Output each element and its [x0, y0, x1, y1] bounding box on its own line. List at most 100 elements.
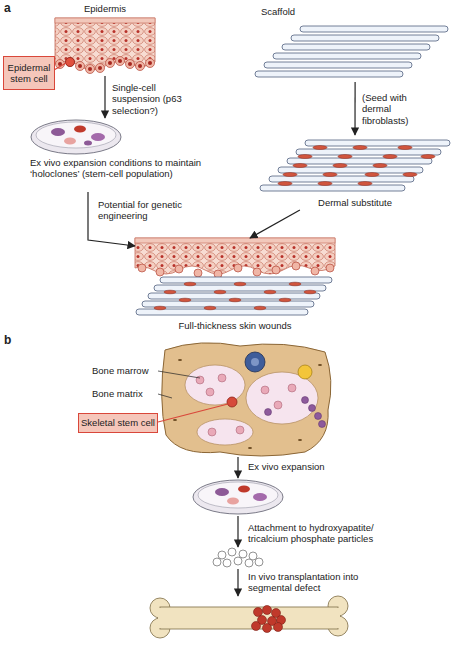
bone-marrow-drawing	[309, 405, 316, 412]
bone-marrow-drawing	[196, 374, 296, 436]
bone-marrow-drawing	[206, 388, 214, 396]
bone-marrow-drawing	[319, 421, 326, 428]
skin-graft-drawing	[311, 267, 319, 275]
bone-marrow-drawing	[302, 397, 309, 404]
epidermis-drawing	[116, 57, 125, 66]
edge-label: Potential for genetic engineering	[98, 199, 206, 222]
bone-drawing	[150, 596, 348, 638]
node-text: Epidermal stem cell	[4, 62, 54, 85]
culture-dish	[227, 498, 239, 505]
bone-marrow-drawing	[173, 419, 177, 421]
culture-dish	[238, 486, 250, 493]
epidermis-drawing	[55, 18, 155, 23]
dermal-substitute-drawing	[373, 164, 387, 168]
ceramic-particles	[239, 550, 247, 558]
bone-marrow-drawing	[298, 365, 312, 379]
epidermis-drawing	[76, 62, 85, 71]
culture-dish	[253, 493, 267, 501]
epidermis-drawing	[108, 61, 112, 65]
bone-marrow-drawing	[274, 401, 282, 409]
skin-graft-drawing	[234, 264, 242, 272]
bone-drawing	[252, 622, 261, 631]
dermal-substitute-drawing	[333, 164, 347, 168]
epidermis-drawing	[66, 58, 75, 67]
skin-graft-drawing	[292, 262, 300, 270]
dermal-substitute-drawing	[313, 146, 327, 150]
dermal-substitute-drawing	[365, 173, 379, 177]
illustration-node: Epidermis	[55, 18, 155, 76]
bone-drawing	[150, 596, 348, 638]
bone-drawing	[254, 608, 263, 617]
illustration-node: Scaffold	[255, 22, 452, 82]
skin-graft-drawing	[254, 306, 266, 310]
bone-drawing	[158, 608, 340, 628]
bone-marrow-drawing	[197, 419, 253, 445]
skin-graft-drawing	[136, 277, 332, 315]
skin-graft-drawing	[160, 277, 332, 283]
epidermis-drawing	[128, 62, 132, 66]
bone-marrow-drawing	[158, 371, 200, 378]
skin-graft-drawing	[135, 238, 335, 243]
skin-graft-drawing	[154, 282, 316, 310]
skin-graft-drawing	[184, 282, 196, 286]
skin-graft-drawing	[142, 301, 314, 307]
epidermis-drawing	[54, 63, 66, 70]
scaffold-drawing	[255, 26, 448, 77]
culture-dish	[31, 120, 121, 154]
skin-graft-drawing	[204, 306, 216, 310]
epidermis-drawing	[86, 65, 95, 74]
node-text: Skeletal stem cell	[81, 417, 155, 428]
skin-graft-drawing	[304, 290, 316, 294]
ceramic-particles	[223, 559, 231, 567]
bone-marrow-drawing	[261, 386, 269, 394]
bone-marrow-drawing	[158, 343, 331, 456]
dermal-substitute-drawing	[323, 173, 337, 177]
illustration-node: Full-thickness skin wounds	[135, 238, 335, 318]
node-text: Scaffold	[261, 6, 341, 17]
bone-marrow-drawing	[246, 372, 318, 424]
bone-drawing	[252, 606, 286, 633]
culture-dish	[193, 480, 283, 514]
dermal-substitute-drawing	[293, 164, 307, 168]
node-text: Ex vivo expansion conditions to maintain…	[30, 157, 215, 180]
ceramic-particles	[234, 557, 242, 565]
culture-dish	[84, 141, 92, 146]
scaffold-drawing	[264, 62, 412, 68]
ceramic-particles	[228, 548, 236, 556]
node-text: Epidermis	[55, 3, 155, 14]
skin-graft-drawing	[135, 238, 335, 274]
dermal-substitute-drawing	[383, 155, 397, 159]
culture-dish	[74, 126, 86, 133]
dermal-substitute-drawing	[287, 158, 432, 164]
skin-graft-drawing	[179, 298, 191, 302]
bone-marrow-drawing	[248, 447, 252, 449]
skin-graft-drawing	[138, 262, 334, 278]
scaffold-drawing	[255, 71, 403, 77]
dermal-substitute-drawing	[398, 146, 412, 150]
culture-dish	[64, 138, 76, 145]
epidermis-drawing	[88, 67, 92, 71]
process-arrows	[237, 569, 238, 596]
skin-graft-drawing	[175, 265, 183, 273]
node-text: Full-thickness skin wounds	[135, 320, 335, 331]
dermal-substitute-drawing	[278, 167, 423, 173]
epidermis-drawing	[78, 64, 82, 68]
skin-graft-drawing	[229, 298, 241, 302]
skin-graft-drawing	[214, 290, 226, 294]
culture-dish	[36, 122, 116, 148]
scaffold-drawing	[273, 53, 421, 59]
epidermis-drawing	[56, 57, 155, 74]
callout-box: Epidermal stem cell	[3, 56, 55, 90]
bone-drawing	[263, 606, 272, 615]
epidermis-drawing	[98, 66, 102, 70]
epidermis-drawing	[66, 58, 75, 67]
skin-graft-drawing	[138, 264, 146, 272]
skin-graft-drawing	[135, 238, 335, 315]
dermal-substitute-drawing	[403, 173, 417, 177]
dermal-substitute-drawing	[260, 140, 450, 191]
bone-marrow-drawing	[265, 409, 272, 416]
bone-marrow-drawing	[298, 439, 302, 441]
epidermis-drawing	[96, 64, 105, 73]
culture-dish	[193, 480, 283, 514]
skin-graft-drawing	[326, 264, 334, 272]
